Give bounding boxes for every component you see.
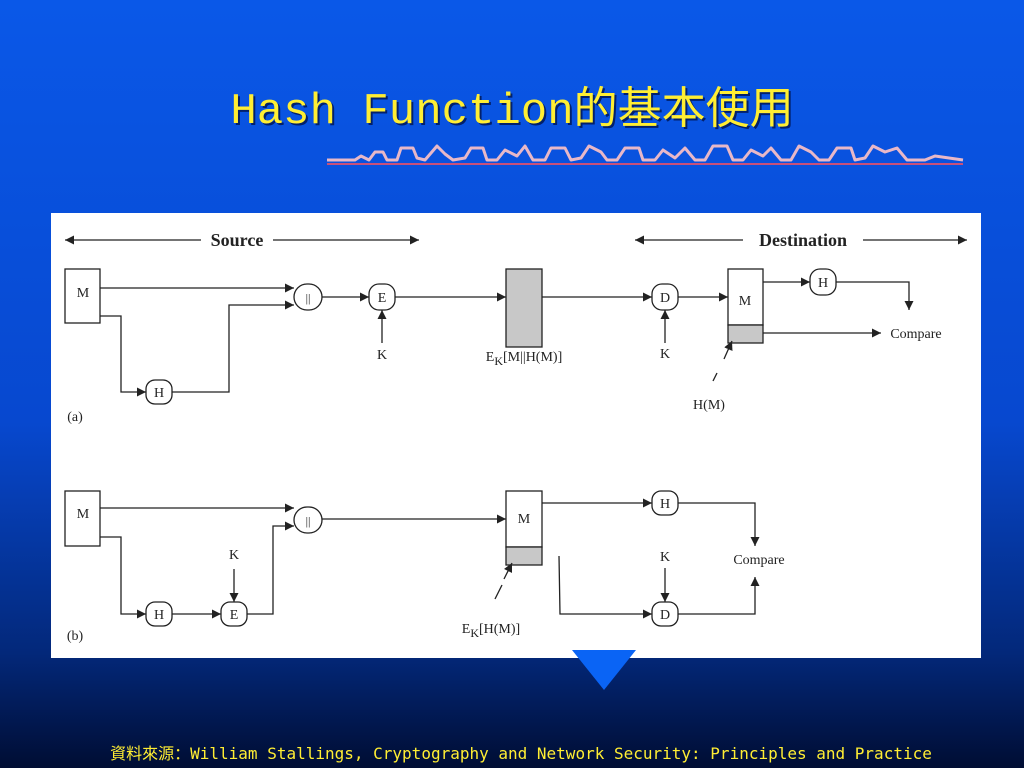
a-transmitted-block [505,268,543,348]
a-key-decrypt-label: K [660,347,670,362]
source-credit: 資料來源：William Stallings, Cryptography and… [110,744,932,763]
a-hash-label: H [154,386,164,401]
a-transmitted-label: EK[M||H(M)] [486,350,563,368]
destination-header-label: Destination [759,230,847,250]
a-encrypt-label: E [378,291,387,306]
b-message-label: M [77,507,90,522]
a-dest-hash-label: H [818,276,828,291]
panel-shadow-decoration [572,650,636,690]
a-hash-annotation: H(M) [693,398,725,413]
title-ornament [327,144,964,165]
part-b [64,490,760,627]
b-dest-hash-label: H [660,497,670,512]
source-header-label: Source [211,230,264,250]
a-part-label: (a) [67,410,83,425]
b-message-box [64,490,101,547]
slide-title: Hash Function的基本使用 [230,87,794,137]
hash-usage-diagram: Source Destination M H || E K EK[M||H(M)… [64,230,967,644]
a-concat-label: || [306,291,311,305]
b-decrypt-label: D [660,608,670,623]
a-dest-message-label: M [739,294,752,309]
b-encrypt-label: E [230,608,239,623]
b-concat-node [293,506,323,534]
b-annotation: EK[H(M)] [462,622,520,640]
a-decrypt-label: D [660,291,670,306]
b-key-decrypt-label: K [660,550,670,565]
b-part-label: (b) [67,629,84,644]
b-dest-hash-segment [505,546,543,566]
a-compare-label: Compare [890,327,941,342]
b-dest-message-label: M [518,512,531,527]
a-message-label: M [77,286,90,301]
diagram-panel: Source Destination M H || E K EK[M||H(M)… [51,213,981,658]
a-message-box [64,268,101,324]
b-compare-label: Compare [733,553,784,568]
a-dest-hash-segment [727,324,764,344]
b-hash-label: H [154,608,164,623]
a-key-encrypt-label: K [377,348,387,363]
part-a [64,268,914,405]
b-concat-label: || [306,514,311,528]
b-key-encrypt-label: K [229,548,239,563]
